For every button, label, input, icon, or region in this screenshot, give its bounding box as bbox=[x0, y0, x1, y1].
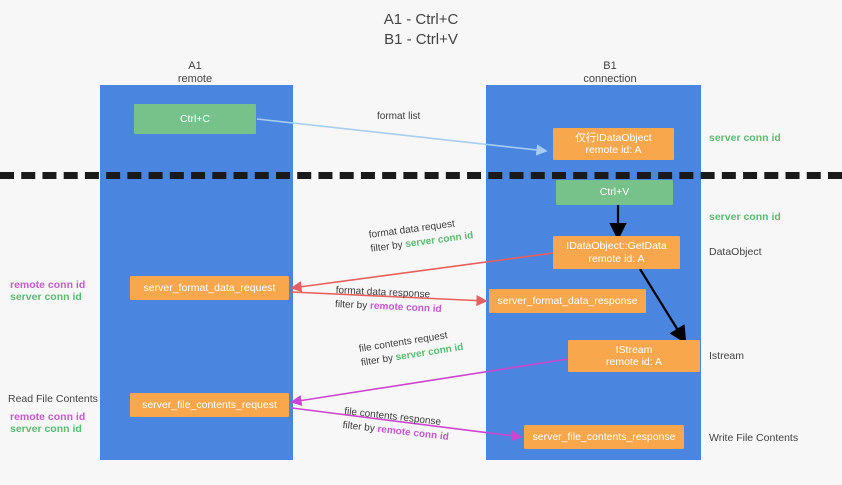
edge-label-format-list: format list bbox=[377, 111, 421, 122]
node-getdata[interactable]: IDataObject::GetData remote id: A bbox=[553, 236, 680, 269]
label-server-conn-id-2: server conn id bbox=[10, 423, 82, 435]
column-header-b1: B1 connection bbox=[583, 60, 637, 85]
edge-label-file-contents-request-filter-prefix: filter by bbox=[360, 352, 397, 369]
label-server-conn-id-1: server conn id bbox=[10, 291, 82, 303]
edge-label-format-data-response: format data response filter by remote co… bbox=[335, 284, 443, 317]
node-idataobject[interactable]: 仅行IDataObject remote id: A bbox=[553, 128, 674, 160]
node-ctrl-c[interactable]: Ctrl+C bbox=[134, 104, 256, 134]
label-server-conn-id-top: server conn id bbox=[709, 132, 781, 144]
edge-label-format-data-response-title: format data response bbox=[335, 284, 431, 301]
phase-divider bbox=[0, 172, 842, 179]
node-server-file-contents-response[interactable]: server_file_contents_response bbox=[524, 425, 684, 449]
edge-label-format-data-request-filter-prefix: filter by bbox=[369, 239, 407, 255]
node-server-format-data-request[interactable]: server_format_data_request bbox=[130, 276, 289, 300]
edge-label-file-contents-response-filter-prefix: filter by bbox=[342, 419, 379, 435]
node-ctrl-v[interactable]: Ctrl+V bbox=[556, 180, 673, 205]
edge-label-file-contents-request: file contents request filter by server c… bbox=[358, 327, 464, 371]
label-write-file-contents: Write File Contents bbox=[709, 432, 799, 444]
label-istream: Istream bbox=[709, 350, 745, 362]
edge-label-format-data-request: format data request filter by server con… bbox=[368, 215, 474, 256]
label-remote-conn-id-1: remote conn id bbox=[10, 279, 86, 291]
edge-label-format-data-response-filter-value: remote conn id bbox=[369, 300, 442, 315]
edge-label-file-contents-response: file contents response filter by remote … bbox=[342, 405, 451, 445]
node-server-format-data-response[interactable]: server_format_data_response bbox=[489, 289, 646, 313]
node-server-file-contents-request[interactable]: server_file_contents_request bbox=[130, 393, 289, 417]
label-dataobject: DataObject bbox=[709, 246, 762, 258]
label-server-conn-id-mid: server conn id bbox=[709, 211, 781, 223]
column-header-a1: A1 remote bbox=[177, 60, 213, 85]
label-remote-conn-id-2: remote conn id bbox=[10, 411, 86, 423]
page-title: A1 - Ctrl+C B1 - Ctrl+V bbox=[383, 11, 459, 48]
edge-label-format-data-response-filter-prefix: filter by bbox=[334, 298, 371, 312]
label-read-file-contents: Read File Contents bbox=[8, 393, 98, 405]
node-istream[interactable]: IStream remote id: A bbox=[568, 340, 700, 372]
